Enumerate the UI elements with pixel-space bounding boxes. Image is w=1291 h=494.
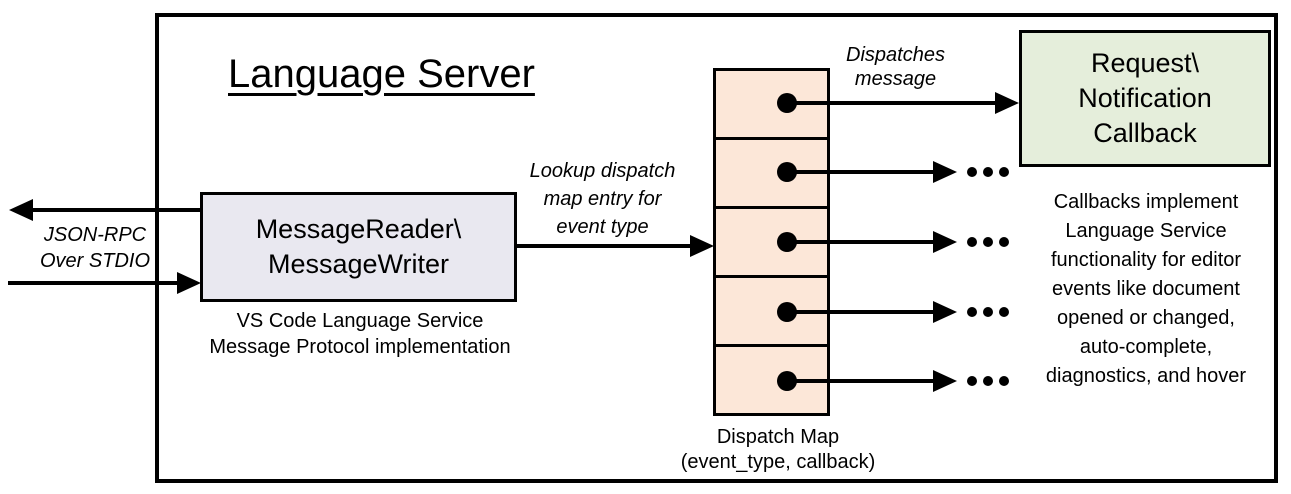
dispatch-map-label: Dispatch Map (event_type, callback) (680, 426, 876, 473)
dispatch-map-cell (716, 140, 827, 209)
message-reader-writer-label: MessageReader\ MessageWriter (255, 214, 462, 279)
dispatches-message-label: Dispatches message (846, 44, 945, 90)
dispatch-map-cell (716, 278, 827, 347)
dispatch-map-cell (716, 347, 827, 413)
lookup-dispatch-label: Lookup dispatch map entry for event type (529, 160, 676, 238)
callback-box-label: Request\ Notification Callback (1078, 48, 1212, 148)
dispatch-map-cell (716, 71, 827, 140)
request-notification-callback-box: Request\ Notification Callback (1019, 30, 1271, 167)
dispatch-map (713, 68, 830, 416)
language-server-box (155, 13, 1278, 483)
dispatch-map-cell (716, 209, 827, 278)
callbacks-note: Callbacks implement Language Service fun… (1045, 191, 1247, 387)
json-rpc-stdio-label: JSON-RPC Over STDIO (39, 224, 150, 272)
diagram-title: Language Server (228, 52, 535, 96)
message-reader-writer-box: MessageReader\ MessageWriter (200, 192, 517, 302)
message-box-caption: VS Code Language Service Message Protoco… (209, 310, 511, 358)
